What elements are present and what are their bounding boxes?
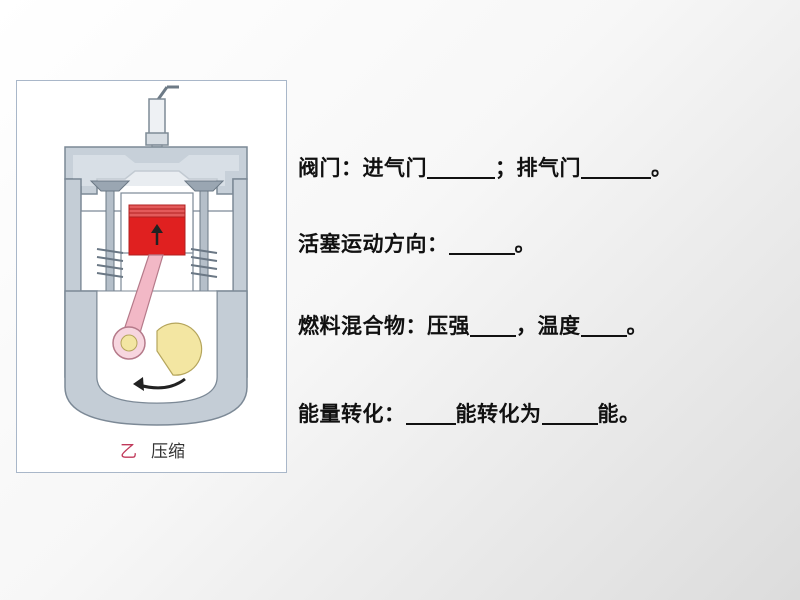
crankshaft [112, 322, 203, 376]
figure-caption: 乙压缩 [17, 437, 288, 462]
cylinder-head [64, 146, 248, 195]
question-valve: 阀门：进气门 ；排气门 。 [298, 152, 673, 182]
energy-end-label: 能。 [597, 402, 641, 426]
temperature-blank[interactable] [580, 315, 627, 337]
rotation-arrow [133, 377, 186, 391]
piston-direction-blank[interactable] [448, 233, 515, 255]
mixture-period: 。 [626, 314, 648, 338]
energy-from-blank[interactable] [405, 403, 456, 425]
mixture-temperature-label: ，温度 [516, 314, 581, 338]
exhaust-valve-blank[interactable] [581, 157, 651, 179]
engine-compression-diagram [64, 85, 248, 426]
piston-period: 。 [514, 232, 536, 256]
energy-conversion-label: 能量转化： [298, 402, 406, 426]
question-piston: 活塞运动方向： 。 [298, 228, 536, 258]
energy-to-blank[interactable] [541, 403, 598, 425]
question-mixture: 燃料混合物：压强 ，温度 。 [298, 310, 648, 340]
question-energy: 能量转化： 能转化为 能。 [298, 398, 641, 428]
engine-figure: 乙压缩 [16, 80, 287, 473]
caption-text: 压缩 [151, 442, 185, 462]
mixture-pressure-label: 燃料混合物：压强 [298, 314, 470, 338]
crankcase [64, 290, 248, 426]
intake-valve-blank[interactable] [427, 157, 495, 179]
caption-label: 乙 [120, 442, 137, 462]
pressure-blank[interactable] [470, 315, 516, 337]
piston-direction-label: 活塞运动方向： [298, 232, 449, 256]
energy-to-label: 能转化为 [455, 402, 542, 426]
valve-intake-label: 阀门：进气门 [298, 156, 427, 180]
valve-exhaust-label: ；排气门 [495, 156, 581, 180]
piston [128, 204, 186, 256]
valve-period: 。 [651, 156, 673, 180]
